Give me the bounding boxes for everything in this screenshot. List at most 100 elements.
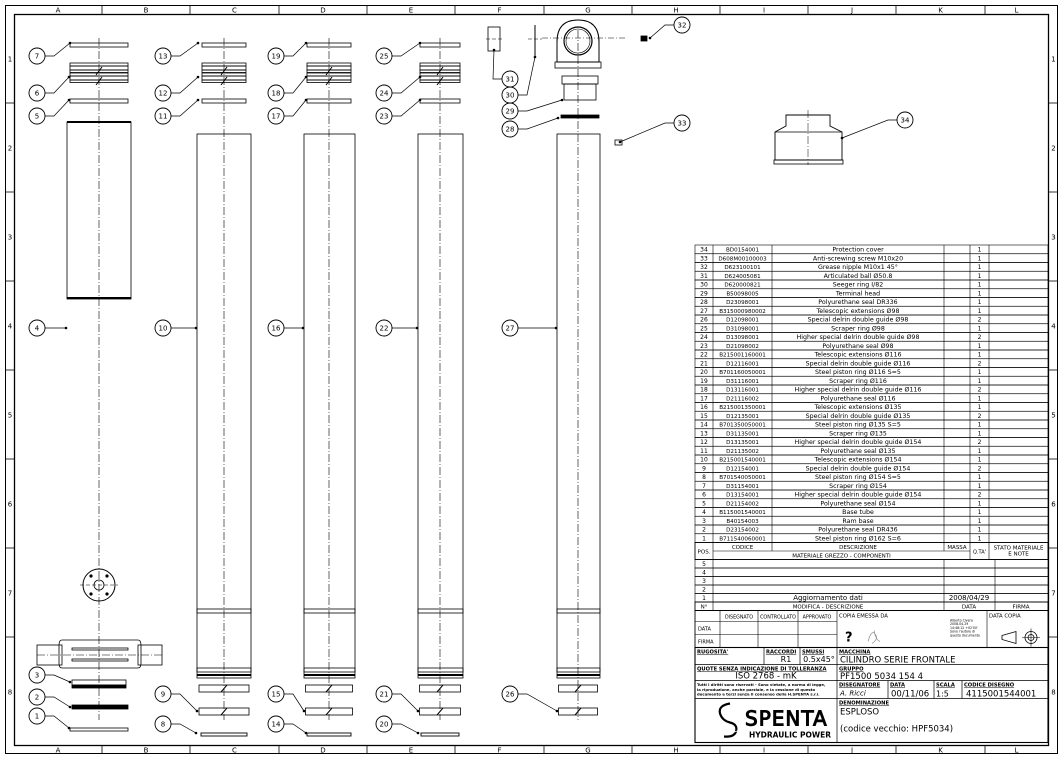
balloon-number: 22 — [380, 325, 389, 333]
bom-code: B315000980002 — [719, 309, 766, 315]
leader-line — [171, 693, 198, 712]
split-mark — [325, 684, 333, 693]
bom-code: D31098001 — [726, 326, 759, 332]
bom-code: B115001540001 — [719, 510, 766, 516]
guide-ring — [69, 69, 129, 73]
split-mark — [220, 684, 228, 693]
balloon-23: 23 — [375, 98, 422, 125]
split-mark — [325, 76, 333, 86]
split-mark — [220, 707, 228, 716]
terminal-head-eye — [556, 19, 600, 63]
balloon-number: 7 — [35, 53, 39, 61]
balloon-34: 34 — [840, 111, 914, 140]
bom-code: B215001350001 — [719, 405, 766, 411]
bom-code: D31154001 — [726, 484, 759, 490]
column-label-bottom: J — [850, 747, 853, 755]
revision-number: 5 — [702, 561, 706, 568]
column-label-top: B — [144, 7, 149, 15]
bom-description: Scraper ring Ø116 — [829, 377, 887, 385]
denominazione-value: ESPLOSO — [840, 708, 879, 718]
bom-header-pos: POS. — [698, 550, 711, 556]
leader-line — [649, 24, 674, 39]
bolt-hole — [105, 592, 109, 596]
balloon-19: 19 — [267, 41, 308, 65]
column-label-top: H — [673, 7, 678, 15]
rights-notice: documento a terzi senza il consenso dell… — [697, 692, 820, 697]
protection-cover — [774, 114, 843, 161]
bom-qty: 2 — [978, 413, 982, 420]
bom-code: D12098001 — [726, 318, 759, 324]
balloon-number: 15 — [272, 691, 281, 699]
revision-number: 3 — [702, 578, 706, 585]
bom-description: Special delrin double guide Ø116 — [806, 359, 911, 367]
balloon-10: 10 — [154, 319, 198, 337]
balloon-circle — [375, 685, 393, 703]
leader-line — [45, 76, 70, 94]
leader-arrow — [840, 136, 844, 140]
revision-row: 4 — [694, 567, 1049, 577]
leader-arrow — [304, 98, 308, 102]
column-label-top: F — [497, 7, 501, 15]
disegnatore-value: A. Ricci — [839, 690, 866, 698]
bom-qty: 1 — [978, 264, 982, 271]
row-label-right: 1 — [1051, 56, 1055, 64]
bom-description: Steel piston ring Ø162 S=6 — [815, 534, 901, 542]
leader-line — [171, 76, 199, 94]
bom-qty: 1 — [978, 527, 982, 534]
split-ring — [198, 684, 250, 693]
bom-qty: 1 — [978, 308, 982, 315]
rights-notice: la riproduzione, anche parziale, e la ce… — [697, 687, 815, 692]
bom-description: Higher special delrin double guide Ø154 — [795, 438, 922, 446]
balloon-circle — [375, 715, 393, 733]
leader-line — [45, 696, 71, 708]
balloon-32: 32 — [648, 16, 691, 40]
balloon-circle — [375, 84, 393, 102]
split-mark — [325, 66, 333, 76]
bom-header-qty: Q.TA' — [973, 550, 986, 556]
bom-description: Polyurethane seal Ø116 — [820, 394, 895, 402]
guide-ring — [69, 79, 129, 83]
column-label-bottom: C — [232, 747, 237, 755]
ram-base-ring-low — [71, 684, 127, 689]
bom-pos: 27 — [700, 308, 708, 315]
balloon-17: 17 — [267, 98, 308, 125]
telescopic-tube — [196, 133, 252, 679]
leader-line — [518, 117, 559, 130]
bom-description: Protection cover — [832, 247, 884, 254]
balloon-circle — [28, 688, 46, 706]
guide-groove — [556, 667, 601, 673]
column-label-top: I — [763, 7, 765, 15]
balloon-number: 11 — [159, 113, 168, 121]
column-label-bottom: A — [56, 747, 61, 755]
balloon-29: 29 — [501, 98, 564, 120]
bom-code: D13098001 — [726, 335, 759, 341]
bom-header-mass: MASSA — [947, 545, 967, 551]
codice-label: CODICE DISEGNO — [964, 683, 1015, 689]
bom-qty: 1 — [978, 430, 982, 437]
piston-ring — [420, 732, 460, 737]
bom-pos: 25 — [700, 325, 708, 332]
split-mark — [436, 76, 444, 86]
bom-pos: 19 — [700, 378, 708, 385]
row-label-right: 4 — [1051, 323, 1056, 331]
balloon-circle — [28, 47, 46, 65]
logo-text: SPENTA — [745, 707, 828, 731]
bom-description: Polyurethane seal Ø98 — [822, 342, 893, 350]
bom-pos: 24 — [700, 334, 708, 341]
terminal-head-bore-inner — [565, 28, 591, 54]
split-ring — [419, 684, 461, 693]
bom-description: Base tube — [842, 509, 874, 516]
ram-base-slot — [71, 647, 129, 651]
bom-pos: 31 — [700, 273, 708, 280]
row-label-left: 5 — [8, 412, 12, 420]
